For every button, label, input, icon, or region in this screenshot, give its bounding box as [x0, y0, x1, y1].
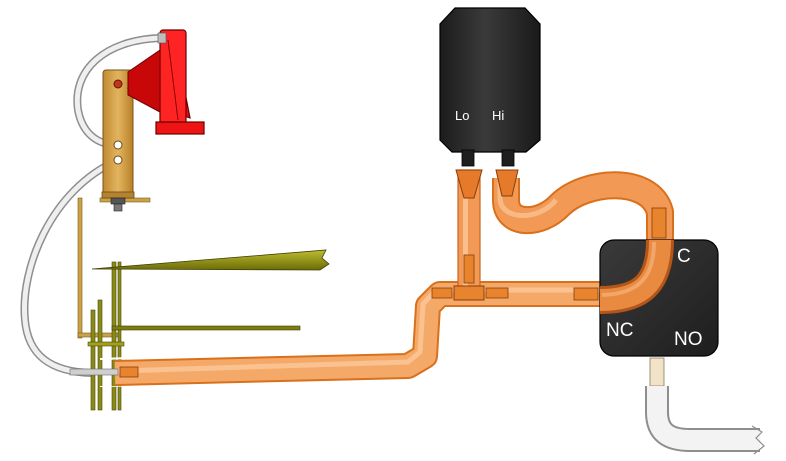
tube-fittings: [69, 169, 667, 378]
red-horn: [127, 29, 205, 135]
port-common-label: C: [677, 246, 691, 267]
solenoid-valve: C NC NO: [599, 239, 719, 357]
wooden-bracket: [101, 69, 135, 212]
port-low-label: Lo: [455, 108, 469, 123]
orange-tubing: [100, 169, 674, 387]
port-high-label: Hi: [492, 108, 504, 123]
port-no-label: NO: [674, 329, 703, 350]
sensor-blade: [91, 249, 330, 271]
exhaust-tube: [645, 357, 765, 455]
clear-tubing: [20, 34, 164, 377]
pressure-sensor: Lo Hi: [439, 7, 541, 167]
mounting-frame: [77, 197, 301, 411]
port-nc-label: NC: [606, 320, 633, 341]
